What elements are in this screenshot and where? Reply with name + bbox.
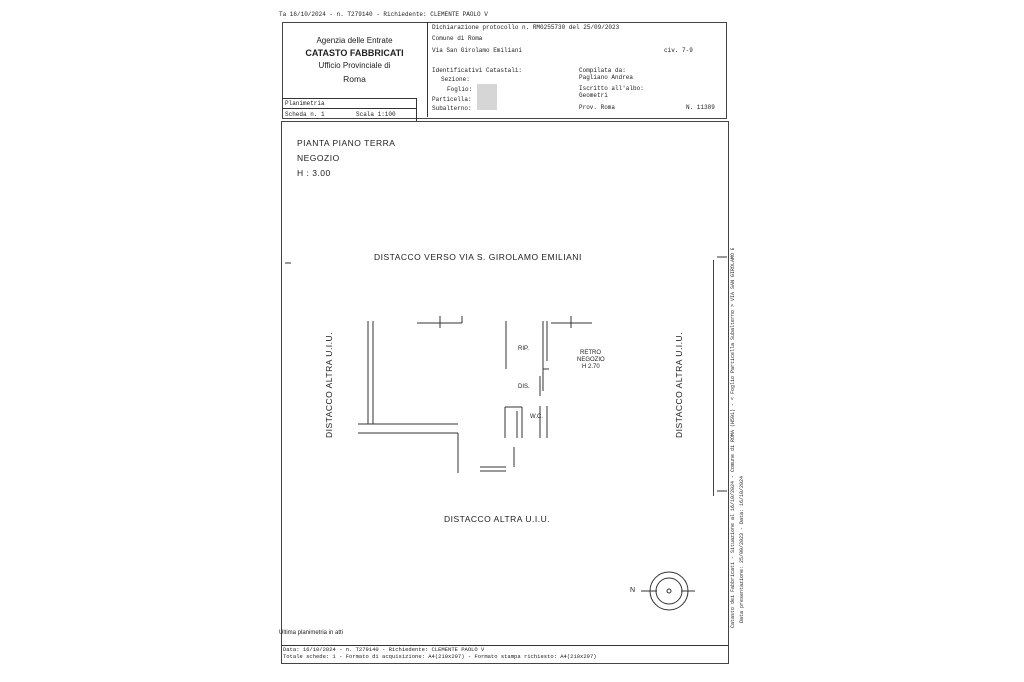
room-label-wc: W.C. bbox=[530, 414, 543, 420]
plan-height: H : 3.00 bbox=[297, 168, 331, 178]
compilata-label: Compilata da: bbox=[579, 67, 626, 74]
iscritto-label: Iscritto all'albo: bbox=[579, 85, 644, 92]
scala-label: Scala 1:100 bbox=[356, 111, 396, 118]
agency-name: Agenzia delle Entrate bbox=[316, 36, 393, 45]
side-watermark-2: Data presentazione: 25/09/2023 - Data: 1… bbox=[739, 473, 745, 623]
scheda-number: Scheda n. 1 bbox=[285, 111, 325, 118]
room-label-retro: RETRO bbox=[580, 350, 601, 356]
identificativi-label: Identificativi Catastali: bbox=[432, 67, 523, 74]
redacted-area bbox=[477, 84, 497, 110]
room-label-dis: DIS. bbox=[518, 384, 530, 390]
prov-text: Prov. Roma bbox=[579, 104, 616, 111]
side-watermark-1: Catasto dei Fabbricati - Situazione al 1… bbox=[730, 248, 736, 628]
room-label-negozio: NEGOZIO bbox=[577, 357, 605, 363]
room-label-rip: RIP. bbox=[518, 346, 529, 352]
subalterno-label: Subalterno: bbox=[432, 105, 472, 112]
sezione-label: Sezione: bbox=[441, 76, 470, 83]
bottom-boundary-label: DISTACCO ALTRA U.I.U. bbox=[444, 514, 551, 524]
particella-label: Particella: bbox=[432, 96, 472, 103]
comune-text: Comune di Roma bbox=[432, 35, 483, 42]
catasto-title: CATASTO FABBRICATI bbox=[305, 48, 404, 58]
compass-icon bbox=[641, 571, 695, 611]
drawing-frame bbox=[281, 121, 729, 664]
north-label: N bbox=[630, 587, 636, 594]
plan-title: PIANTA PIANO TERRA bbox=[297, 138, 396, 148]
ufficio-label: Ufficio Provinciale di bbox=[318, 61, 391, 70]
ultima-planimetria: Ultima planimetria in atti bbox=[279, 630, 344, 636]
declaration-text: Dichiarazione protocollo n. RM0255730 de… bbox=[432, 24, 620, 31]
floor-plan bbox=[285, 256, 727, 611]
numero-albo: N. 11389 bbox=[686, 104, 715, 111]
footer-line-2: Totale schede: 1 - Formato di acquisizio… bbox=[283, 653, 597, 660]
albo-text: Geometri bbox=[579, 92, 608, 99]
foglio-label: Foglio: bbox=[447, 86, 473, 93]
compilatore-name: Pagliano Andrea bbox=[579, 74, 634, 81]
city-label: Roma bbox=[343, 74, 366, 84]
via-text: Via San Girolamo Emiliani bbox=[432, 47, 523, 54]
room-label-height: H 2.70 bbox=[582, 364, 600, 370]
top-reference: Ta 16/10/2024 - n. T279140 - Richiedente… bbox=[279, 11, 488, 18]
civ-text: civ. 7-9 bbox=[664, 47, 693, 54]
plan-subtitle: NEGOZIO bbox=[297, 153, 340, 163]
planimetria-label: Planimetria bbox=[285, 100, 325, 107]
header-box bbox=[282, 22, 727, 119]
top-boundary-label: DISTACCO VERSO VIA S. GIROLAMO EMILIANI bbox=[374, 252, 582, 262]
footer-line-1: Data: 16/10/2024 - n. T279140 - Richiede… bbox=[283, 646, 485, 653]
